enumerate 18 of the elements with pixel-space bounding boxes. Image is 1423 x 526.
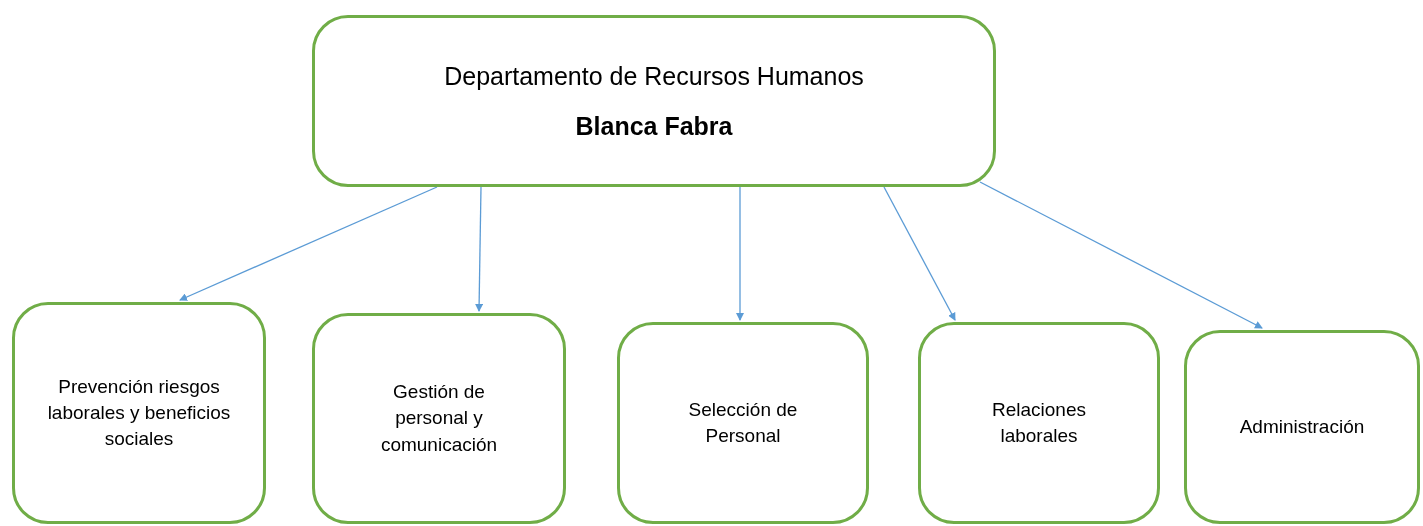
area-box [1184,330,1420,524]
area-label: Relaciones laborales [991,397,1087,448]
arrow [475,186,484,312]
department-box [312,15,996,187]
arrow [736,186,744,321]
area-label: Selección de Personal [687,397,799,448]
area-box [312,313,566,524]
area-box [617,322,869,524]
area-box [918,322,1160,524]
area-label: Gestión de personal y comunicación [379,380,499,457]
department-title: Departamento de Recursos Humanos [444,60,864,92]
arrow [179,186,438,301]
arrow [979,181,1263,329]
area-box [12,302,266,524]
arrow [883,186,956,321]
area-label: Prevención riesgos laborales y beneficios sociales [46,374,232,452]
area-label: Administración [1239,414,1365,439]
manager-name: Blanca Fabra [575,111,733,142]
